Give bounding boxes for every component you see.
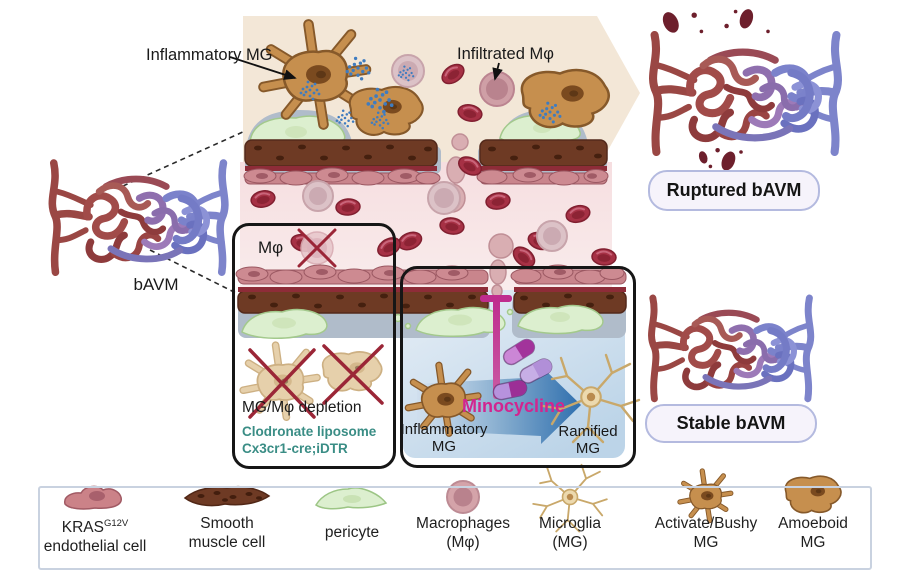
infiltrated-macrophage-cell: [479, 71, 515, 107]
legend-bushy-line2: MG: [693, 534, 719, 551]
minocycline-label: Minocycline: [462, 396, 566, 416]
crossed-amoeboid-mg: [322, 344, 384, 405]
legend-endothelial-line2: endothelial cell: [43, 538, 147, 556]
legend-item-macrophages: Macrophages (Mφ): [393, 514, 533, 552]
legend-amoeboid-line2: MG: [800, 534, 826, 551]
legend-item-bushy-mg: Activate/Bushy MG: [636, 514, 776, 552]
ramified-mg-caption: Ramified MG: [542, 423, 634, 457]
endothelial-row-lower: [235, 264, 627, 285]
legend-box: [38, 486, 872, 570]
pale-macrophage-cell: [391, 54, 425, 88]
ramified-mg-caption-line2: MG: [575, 440, 601, 457]
legend-pericyte-line1: pericyte: [324, 524, 380, 541]
crossed-bushy-mg: [243, 345, 317, 419]
legend-macrophages-line1: Macrophages: [416, 515, 510, 532]
depletion-box: [232, 223, 396, 469]
inflammatory-mg-caption-line2: MG: [431, 438, 457, 455]
lumen-macrophages: [302, 180, 568, 252]
legend-bushy-line1: Activate/Bushy: [654, 515, 758, 532]
legend-amoeboid-line1: Amoeboid: [778, 515, 848, 532]
legend-macrophage-icon: [446, 480, 480, 514]
vessel-wall-lower: [235, 233, 627, 340]
legend-item-endothelial: KRASG12V endothelial cell: [25, 514, 165, 556]
legend-smc-line1: Smooth: [200, 515, 254, 532]
infiltrated-mphi-label: Infiltrated Mφ: [457, 45, 554, 63]
bavm-tangle: [52, 163, 225, 272]
legend-smc-line2: muscle cell: [188, 534, 266, 551]
cx3cr1-label: Cx3cr1-cre;iDTR: [242, 441, 348, 456]
legend-endothelial-sup: G12V: [103, 518, 129, 529]
ruptured-bavm-badge: Ruptured bAVM: [648, 170, 820, 211]
minocycline-box: [400, 266, 636, 468]
endothelial-row-upper: [243, 167, 609, 186]
crossed-macrophage: [297, 228, 337, 268]
ramified-mg-caption-line1: Ramified: [558, 423, 618, 440]
stable-bavm-badge: Stable bAVM: [645, 404, 817, 443]
depletion-title: MG/Mφ depletion: [242, 399, 362, 416]
inhibition-tbar: [480, 295, 512, 399]
legend-item-smooth-muscle: Smooth muscle cell: [157, 514, 297, 552]
legend-microglia-line1: Microglia: [538, 515, 601, 532]
legend-macrophages-line2: (Mφ): [446, 534, 480, 551]
legend-item-microglia: Microglia (MG): [500, 514, 640, 552]
bavm-label: bAVM: [133, 275, 179, 294]
inflammatory-mg-caption-line1: Inflammatory: [400, 421, 488, 438]
legend-item-pericyte: pericyte: [282, 523, 422, 542]
legend-microglia-line2: (MG): [552, 534, 588, 551]
stable-bavm-tangle: [652, 298, 811, 399]
legend-endothelial-icon: [64, 485, 122, 510]
legend-endothelial-line1: KRAS: [61, 519, 104, 537]
clodronate-label: Clodronate liposome: [242, 424, 377, 439]
legend-pericyte-icon: [314, 487, 388, 510]
legend-item-amoeboid-mg: Amoeboid MG: [743, 514, 883, 552]
mphi-label: Mφ: [258, 238, 284, 257]
inflammatory-mg-caption: Inflammatory MG: [396, 421, 492, 455]
ruptured-bavm-tangle: [653, 7, 838, 173]
annotation-arrows: [229, 56, 503, 81]
stable-bavm-badge-label: Stable bAVM: [676, 413, 786, 433]
inflammatory-mg-label: Inflammatory MG: [146, 46, 273, 64]
ruptured-bavm-badge-label: Ruptured bAVM: [666, 180, 802, 200]
